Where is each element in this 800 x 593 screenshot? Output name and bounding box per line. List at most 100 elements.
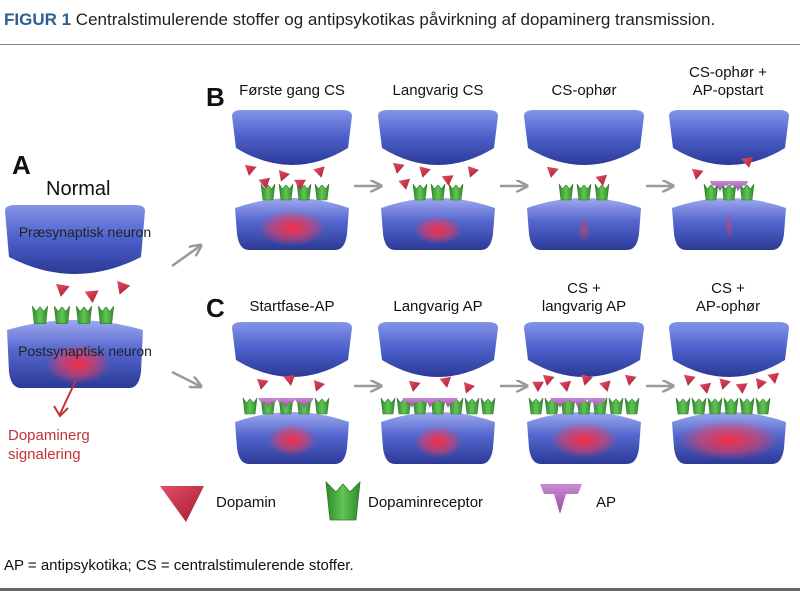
postsynaptic-label: Postsynaptisk neuron <box>18 343 152 359</box>
signal-arrow-head-icon <box>53 405 69 418</box>
c1-receptor-5 <box>314 397 330 415</box>
c3-ap-1 <box>550 398 570 408</box>
c3-ap-3 <box>586 398 606 408</box>
b2-dopamine-5 <box>467 165 480 178</box>
b2-signal <box>414 216 462 244</box>
c3-dopamine-2 <box>542 374 555 386</box>
c3-receptor-6 <box>608 397 624 415</box>
c-step-2-label: Langvarig AP <box>393 298 483 315</box>
c3-dopamine-1 <box>532 381 544 392</box>
c2-ap-2 <box>420 398 440 408</box>
a-receptor-1 <box>32 305 48 324</box>
b2-presynaptic-neuron <box>378 110 498 165</box>
c2-receptor-6 <box>464 397 480 415</box>
b3-presynaptic-neuron <box>524 110 644 165</box>
arrow-a-to-b <box>171 246 200 268</box>
c1-dopamine-1 <box>256 378 269 390</box>
c-step-3-label: CS +langvarig AP <box>541 280 627 315</box>
b1-dopamine-4 <box>294 179 306 190</box>
legend-ap-wedge-icon <box>540 484 582 514</box>
c2-dopamine-3 <box>463 381 476 394</box>
c4-dopamine-6 <box>767 372 780 384</box>
c-step-4-label: CS +AP-ophør <box>695 280 761 315</box>
c-step-1-label: Startfase-AP <box>249 298 335 315</box>
c2-signal <box>414 426 462 458</box>
b1-receptor-2 <box>278 183 294 201</box>
c2-ap-3 <box>438 398 458 408</box>
b4-signal <box>725 212 733 240</box>
c4-dopamine-3 <box>719 378 731 390</box>
a-dopamine-2 <box>84 290 99 303</box>
b-step-3-label: CS-ophør <box>551 82 617 99</box>
figure-title: FIGUR 1 Centralstimulerende stoffer og a… <box>4 10 715 30</box>
c3-dopamine-5 <box>599 380 611 392</box>
c2-receptor-1 <box>380 397 396 415</box>
panel-b-letter: B <box>206 82 225 112</box>
c1-dopamine-3 <box>313 379 326 392</box>
c3-receptor-1 <box>528 397 544 415</box>
legend-receptor-cup-icon <box>325 480 361 521</box>
b3-signal <box>578 216 590 244</box>
b1-dopamine-3 <box>278 169 291 182</box>
b3-receptor-3 <box>594 183 610 201</box>
c4-receptor-5 <box>739 397 755 415</box>
c3-dopamine-3 <box>559 380 572 392</box>
b3-dopamine-2 <box>595 174 608 186</box>
c4-receptor-6 <box>755 397 771 415</box>
c1-receptor-1 <box>242 397 258 415</box>
dopaminergic-signal-label: Dopaminerg signalering <box>8 426 90 464</box>
c1-presynaptic-neuron <box>232 322 352 377</box>
b-step-2-label: Langvarig CS <box>392 82 484 99</box>
a-dopamine-1 <box>55 283 70 297</box>
legend-ap-label: AP <box>596 494 617 511</box>
b4-receptor-2 <box>721 183 737 201</box>
c3-receptor-7 <box>624 397 640 415</box>
c4-receptor-2 <box>691 397 707 415</box>
b4-receptor-1 <box>703 183 719 201</box>
c1-dopamine-2 <box>283 374 296 386</box>
b3-receptor-1 <box>558 183 574 201</box>
b4-presynaptic-neuron <box>669 110 789 165</box>
a-presynaptic-neuron <box>5 205 145 274</box>
a-signal-glow <box>46 344 110 384</box>
c3-presynaptic-neuron <box>524 322 644 377</box>
panel-c-letter: C <box>206 293 225 323</box>
c1-ap-3 <box>294 398 314 408</box>
c2-ap-1 <box>402 398 422 408</box>
b2-dopamine-1 <box>392 162 405 174</box>
legend-dopamine-triangle-icon <box>160 486 204 522</box>
b2-receptor-1 <box>412 183 428 201</box>
b1-signal <box>258 210 326 246</box>
c4-dopamine-2 <box>699 382 712 394</box>
c4-receptor-3 <box>707 397 723 415</box>
c4-dopamine-5 <box>755 377 768 390</box>
b-step-1-label: Første gang CS <box>239 82 345 99</box>
c3-ap-2 <box>568 398 588 408</box>
b-step-4-label: CS-ophør +AP-opstart <box>689 64 767 99</box>
c3-dopamine-6 <box>624 374 637 386</box>
b1-dopamine-2 <box>258 177 271 189</box>
c2-presynaptic-neuron <box>378 322 498 377</box>
figure-label: FIGUR 1 <box>4 10 72 29</box>
c4-receptor-1 <box>675 397 691 415</box>
bottom-divider <box>0 588 800 591</box>
b4-dopamine-1 <box>691 168 704 180</box>
b1-receptor-3 <box>296 183 312 201</box>
b3-receptor-2 <box>576 183 592 201</box>
c4-presynaptic-neuron <box>669 322 789 377</box>
c4-signal <box>679 420 779 460</box>
b2-dopamine-4 <box>441 175 454 186</box>
legend-receptor-label: Dopaminreceptor <box>368 494 484 511</box>
b1-dopamine-5 <box>313 166 325 178</box>
b1-presynaptic-neuron <box>232 110 352 165</box>
c1-ap-1 <box>258 398 278 408</box>
presynaptic-label: Præsynaptisk neuron <box>18 224 152 240</box>
c2-dopamine-1 <box>408 380 421 392</box>
panel-a-letter: A <box>12 150 31 180</box>
b2-receptor-3 <box>448 183 464 201</box>
arrow-a-to-c <box>171 370 200 386</box>
signal-arrow-line <box>59 379 77 415</box>
b2-dopamine-2 <box>398 178 411 190</box>
figure-caption: Centralstimulerende stoffer og antipsyko… <box>75 10 716 29</box>
